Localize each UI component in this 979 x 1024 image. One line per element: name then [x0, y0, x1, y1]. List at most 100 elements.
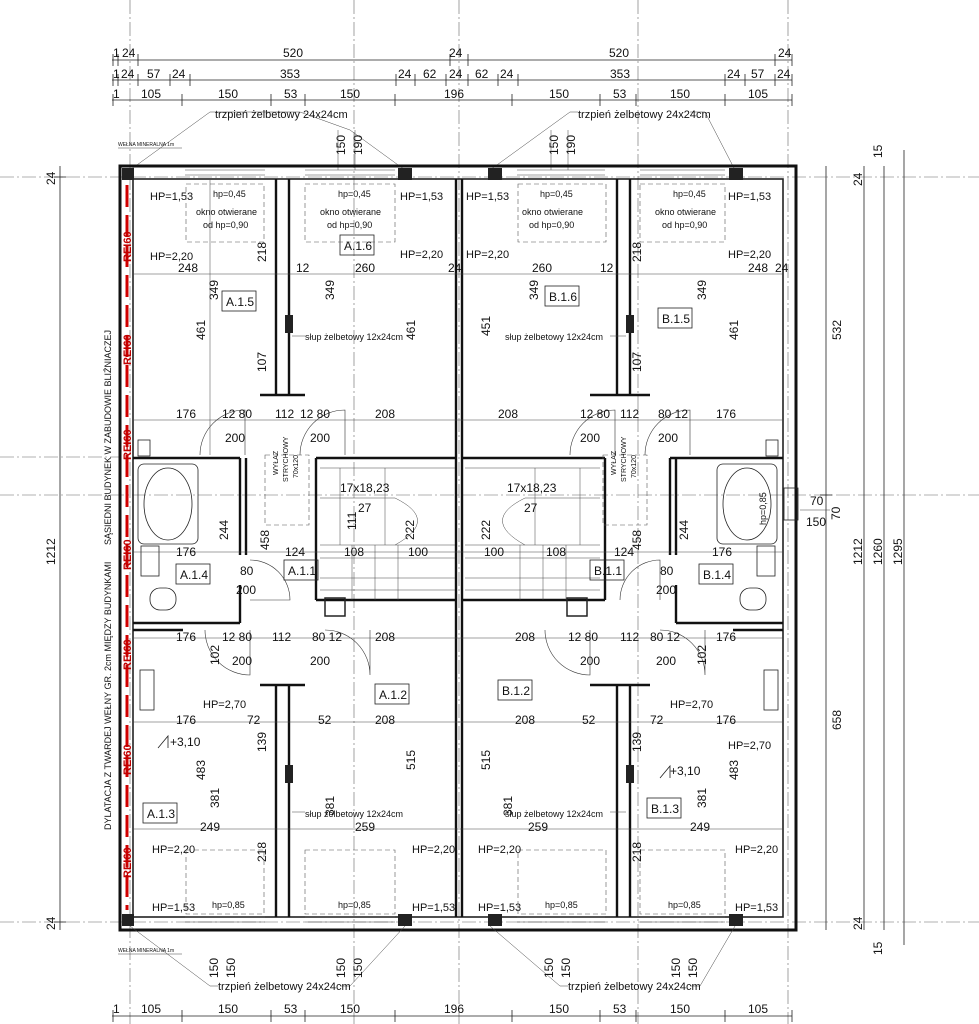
dim-176e: 176: [176, 630, 196, 644]
dim-112a: 112: [275, 407, 294, 421]
dim-260b: 260: [532, 261, 552, 275]
stairs-label-right: 17x18,23: [507, 481, 557, 495]
dim-top1-a: 1: [113, 46, 120, 60]
dim-461c: 461: [727, 320, 741, 340]
hp085-b: hp=0,85: [338, 900, 371, 910]
dim-left-24-bottom: 24: [44, 916, 58, 930]
dim-208c: 208: [375, 630, 395, 644]
dim-139b: 139: [630, 732, 644, 752]
win-h-150-g: 150: [542, 958, 556, 978]
wylaz-left-1: WYŁAZ: [273, 450, 280, 475]
room-b13: B.1.3: [651, 802, 679, 816]
stairs-count-left: 27: [358, 501, 372, 515]
win-h-150-e: 150: [334, 958, 348, 978]
dim-208d: 208: [515, 630, 535, 644]
door-200-a: 200: [225, 431, 245, 445]
dim-176d: 176: [712, 545, 732, 559]
rei-label-3: REI60: [122, 429, 134, 460]
dim-483a: 483: [194, 760, 208, 780]
hp153-e: HP=1,53: [152, 902, 195, 914]
okno-2-c: od hp=0,90: [529, 220, 574, 230]
room-a15: A.1.5: [226, 295, 254, 309]
door-12-80-d: 12 80: [222, 630, 252, 644]
dim-bot-1: 105: [141, 1002, 161, 1016]
height-annotations: HP=1,53 HP=1,53 HP=1,53 HP=1,53 HP=2,20 …: [150, 183, 778, 915]
dim-top2-13: 24: [777, 67, 791, 81]
dim-bot-8: 150: [670, 1002, 690, 1016]
dim-right-24-top: 24: [851, 172, 865, 186]
door-12-80-e: 12 80: [568, 630, 598, 644]
dim-top3-9: 105: [748, 87, 768, 101]
win-h-190-b: 190: [564, 135, 578, 155]
right-dimensions: 532 658 1212 1260 1295 15 15 24 24 70 15…: [783, 144, 905, 955]
hp220-b: HP=2,20: [400, 249, 443, 261]
dim-top1-e: 520: [609, 46, 629, 60]
dim-244b: 244: [677, 520, 691, 540]
okno-1-c: okno otwierane: [522, 207, 583, 217]
dim-top2-0: 1: [113, 67, 120, 81]
bathroom-fixtures: [137, 439, 779, 711]
dim-349d: 349: [695, 280, 709, 300]
hp220-h: HP=2,20: [735, 844, 778, 856]
dim-176c: 176: [176, 545, 196, 559]
win-h-150-a: 150: [334, 135, 348, 155]
dim-top3-2: 150: [218, 87, 238, 101]
door-80-b: 80: [660, 564, 674, 578]
dim-left-1212: 1212: [44, 538, 58, 565]
dim-52b: 52: [582, 713, 596, 727]
dim-483b: 483: [727, 760, 741, 780]
hp153-d: HP=1,53: [728, 191, 771, 203]
slup-label-3: słup żelbetowy 12x24cm: [305, 809, 403, 819]
dim-right-658: 658: [830, 710, 844, 730]
dim-222a: 222: [403, 520, 417, 540]
dim-249a: 249: [200, 820, 220, 834]
dim-208f: 208: [515, 713, 535, 727]
trzpien-label-top-right: trzpień żelbetowy 24x24cm: [578, 109, 711, 121]
door-200-b: 200: [310, 431, 330, 445]
dim-bot-3: 53: [284, 1002, 298, 1016]
hp220-e: HP=2,20: [152, 844, 195, 856]
dim-right-70b: 70: [829, 506, 843, 520]
dim-bot-2: 150: [218, 1002, 238, 1016]
door-200-c: 200: [580, 431, 600, 445]
dim-381a: 381: [208, 788, 222, 808]
dim-right-70: 70: [810, 494, 824, 508]
hp153-c: HP=1,53: [466, 191, 509, 203]
rei-label-5: REI60: [122, 639, 134, 670]
dim-176h: 176: [716, 713, 736, 727]
dim-107b: 107: [630, 352, 644, 372]
okno-hp-b: hp=0,45: [338, 189, 371, 199]
dim-259a: 259: [355, 820, 375, 834]
dim-top2-5: 24: [398, 67, 412, 81]
dim-24b: 24: [775, 261, 789, 275]
dim-right-1260: 1260: [871, 538, 885, 565]
dim-259b: 259: [528, 820, 548, 834]
dim-72b: 72: [650, 713, 664, 727]
dim-top3-0: 1: [113, 87, 120, 101]
okno-hp-a: hp=0,45: [213, 189, 246, 199]
dim-349c: 349: [527, 280, 541, 300]
win-h-150-i: 150: [669, 958, 683, 978]
dim-124a: 124: [285, 545, 305, 559]
dim-top1-b: 24: [122, 46, 136, 60]
hp153-f: HP=1,53: [412, 902, 455, 914]
dim-112d: 112: [620, 630, 639, 644]
door-200-g: 200: [232, 654, 252, 668]
door-200-h: 200: [310, 654, 330, 668]
door-12-80-a: 12 80: [222, 407, 252, 421]
slup-label-4: słup żelbetowy 12x24cm: [505, 809, 603, 819]
okno-2-d: od hp=0,90: [662, 220, 707, 230]
dim-208e: 208: [375, 713, 395, 727]
dim-176b: 176: [716, 407, 736, 421]
dim-right-24-bottom: 24: [851, 916, 865, 930]
firewall-rei60: REI60 REI60 REI60 REI60 REI60 REI60 REI6…: [103, 185, 134, 910]
door-200-i: 200: [580, 654, 600, 668]
door-200-f: 200: [656, 583, 676, 597]
hp220-c: HP=2,20: [466, 249, 509, 261]
dim-bot-4: 150: [340, 1002, 360, 1016]
dim-218d: 218: [630, 842, 644, 862]
wylaz-left-2: STRYCHOWY: [283, 436, 290, 482]
stairs-count-right: 27: [524, 501, 538, 515]
dim-218b: 218: [630, 242, 644, 262]
